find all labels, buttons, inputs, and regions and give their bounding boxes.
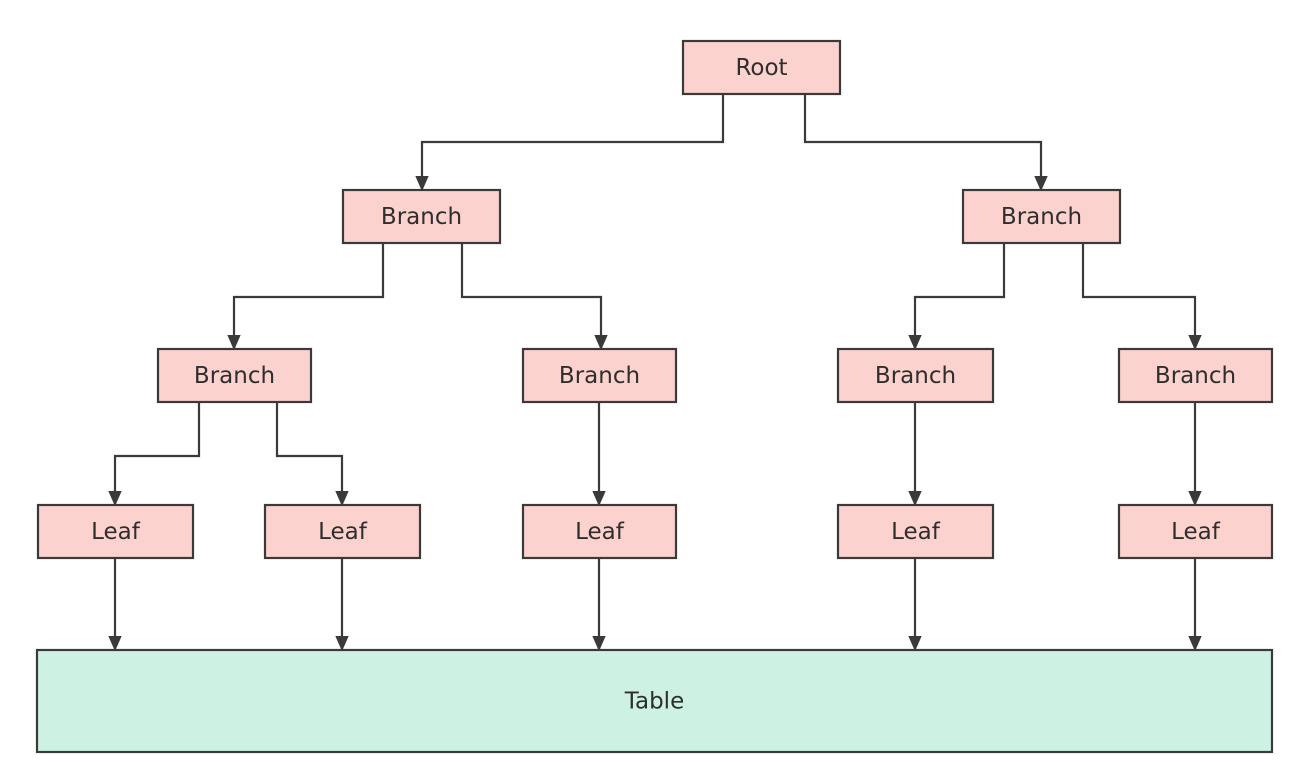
node-leaf5[interactable]: Leaf bbox=[1117, 503, 1274, 560]
node-table[interactable]: Table bbox=[35, 648, 1274, 754]
node-b2[interactable]: Branch bbox=[961, 188, 1122, 245]
node-b1a[interactable]: Branch bbox=[156, 347, 313, 404]
node-leaf4[interactable]: Leaf bbox=[836, 503, 995, 560]
edge-b2-to-b2a bbox=[908, 243, 1006, 351]
node-box-leaf5[interactable] bbox=[1117, 503, 1274, 560]
node-b1b[interactable]: Branch bbox=[521, 347, 678, 404]
node-box-leaf2[interactable] bbox=[263, 503, 422, 560]
node-root[interactable]: Root bbox=[681, 39, 842, 96]
node-box-leaf3[interactable] bbox=[521, 503, 678, 560]
node-box-b2[interactable] bbox=[961, 188, 1122, 245]
edge-b1a-to-leaf1 bbox=[108, 402, 201, 507]
edge-b1a-to-leaf2 bbox=[275, 402, 349, 507]
edge-b1-to-b1b bbox=[460, 243, 608, 351]
node-leaf2[interactable]: Leaf bbox=[263, 503, 422, 560]
node-box-root[interactable] bbox=[681, 39, 842, 96]
node-b2b[interactable]: Branch bbox=[1117, 347, 1274, 404]
node-box-b1[interactable] bbox=[341, 188, 502, 245]
edge-b1-to-b1a bbox=[227, 243, 385, 351]
node-box-b2b[interactable] bbox=[1117, 347, 1274, 404]
node-b1[interactable]: Branch bbox=[341, 188, 502, 245]
edge-b2-to-b2b bbox=[1081, 243, 1202, 351]
edge-root-to-b1 bbox=[415, 94, 725, 192]
node-leaf3[interactable]: Leaf bbox=[521, 503, 678, 560]
node-leaf1[interactable]: Leaf bbox=[36, 503, 195, 560]
edge-root-to-b2 bbox=[803, 94, 1048, 192]
node-box-b1b[interactable] bbox=[521, 347, 678, 404]
node-box-b1a[interactable] bbox=[156, 347, 313, 404]
node-b2a[interactable]: Branch bbox=[836, 347, 995, 404]
node-box-table[interactable] bbox=[35, 648, 1274, 754]
edges-layer bbox=[108, 94, 1202, 652]
node-box-b2a[interactable] bbox=[836, 347, 995, 404]
node-box-leaf1[interactable] bbox=[36, 503, 195, 560]
node-box-leaf4[interactable] bbox=[836, 503, 995, 560]
